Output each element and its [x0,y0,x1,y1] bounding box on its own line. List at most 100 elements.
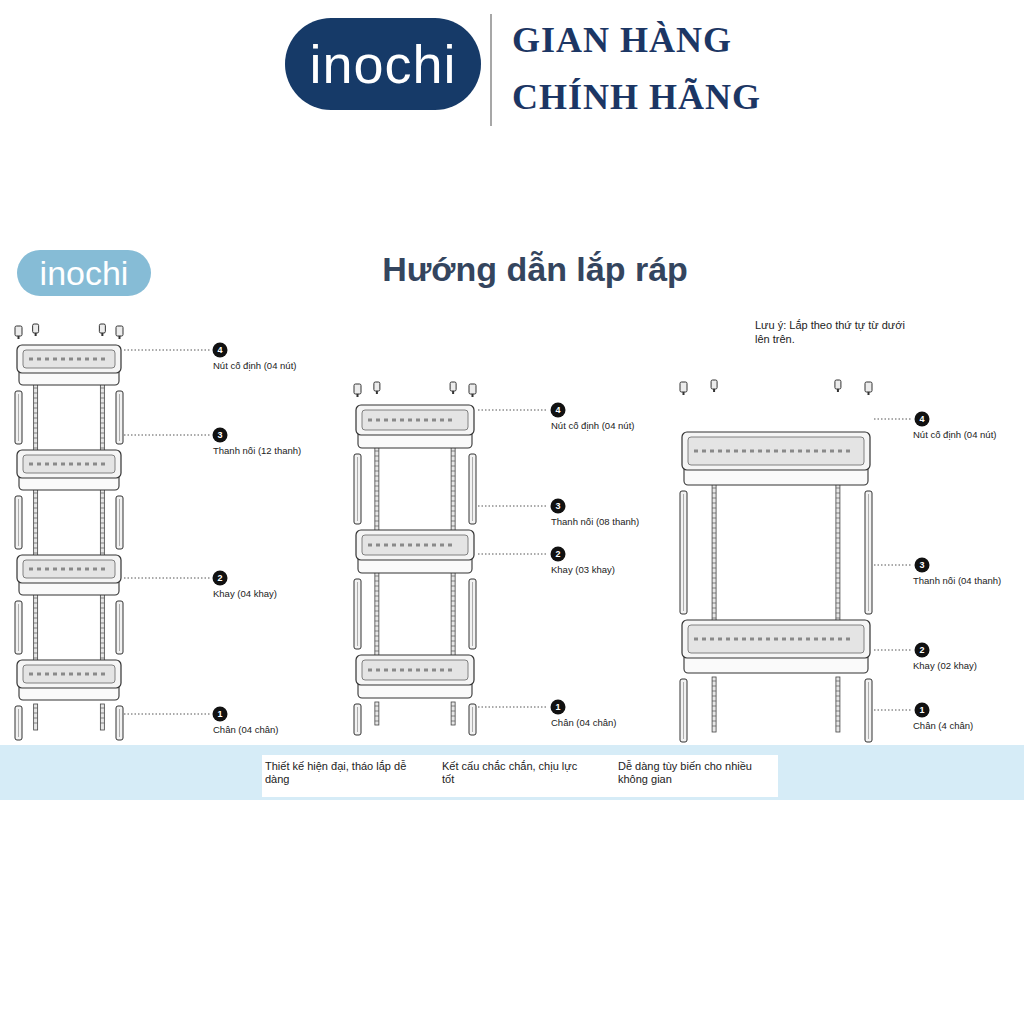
tray-slot [694,638,698,641]
post-rack [836,543,840,544]
post-rack [712,493,716,494]
tray-slot [408,419,412,422]
tray-slot [710,638,714,641]
tray-slot [61,673,65,676]
post-rack [375,486,379,487]
post-rack [451,491,455,492]
post-rack [100,388,104,389]
front-post [469,704,476,735]
callout-disc [915,703,930,718]
post-rack [712,528,716,529]
post-rack [451,581,455,582]
post-rack [34,528,38,529]
post-highlight [18,709,19,737]
post-rack [836,513,840,514]
fixing-cap [374,382,380,391]
fixing-cap [469,384,476,394]
post-rack [451,621,455,622]
callout-number: 2 [550,546,566,562]
post-rack [100,633,104,634]
tray-slot [61,568,65,571]
tray-slot [758,450,762,453]
tray-slot [77,358,81,361]
post-rack [100,608,104,609]
post-rack [451,631,455,632]
tray-slot [830,638,834,641]
page-title: Hướng dẫn lắp ráp [330,248,740,290]
post-highlight [357,457,358,521]
post-rack [836,573,840,574]
tray-slot [37,463,41,466]
post-rack [375,581,379,582]
post-rack [375,491,379,492]
post-highlight [868,494,869,611]
post-rack [836,593,840,594]
leader-line [874,419,911,420]
post-rack [34,628,38,629]
post-rack [375,616,379,617]
post-highlight [472,582,473,646]
callout-disc [213,428,228,443]
shelf-illustration [15,324,123,740]
post-rack [375,521,379,522]
post-rack [836,608,840,609]
tray-slot [838,450,842,453]
part-name: Chân (04 chân) [551,717,659,729]
post-rack [100,428,104,429]
tray-slot [77,568,81,571]
tray-slot [774,638,778,641]
tray-slot [61,463,65,466]
post-rack [34,723,38,724]
shelf-illustration [680,380,872,742]
post-rack [34,543,38,544]
tray-slot [440,669,444,672]
post-rack [836,696,840,697]
callout-disc [915,558,930,573]
post-rack [100,718,104,719]
back-post [375,567,379,661]
tray-slot [29,358,33,361]
post-rack [375,496,379,497]
post-rack [34,403,38,404]
cap-pin [357,394,359,397]
post-highlight [683,682,684,739]
back-post [34,704,38,730]
post-rack [375,476,379,477]
back-post [836,677,840,732]
store-badge: GIAN HÀNG CHÍNH HÃNG [512,12,812,126]
post-rack [100,648,104,649]
tray-slot [45,463,49,466]
post-rack [34,423,38,424]
post-rack [100,433,104,434]
post-rack [100,638,104,639]
post-rack [34,603,38,604]
tray-slot [69,463,73,466]
feature-band [0,745,1024,800]
callout-disc [213,707,228,722]
tray-bed [688,625,864,653]
tray-bed [23,350,115,368]
post-rack [712,518,716,519]
part-name: Khay (03 khay) [551,564,659,576]
post-highlight [18,394,19,441]
tray-slot [694,450,698,453]
tray-slot [93,568,97,571]
post-rack [712,711,716,712]
post-rack [836,503,840,504]
post-rack [100,398,104,399]
post-highlight [119,394,120,441]
cap-pin [101,333,103,336]
post-rack [375,711,379,712]
post-rack [712,706,716,707]
callout-disc [551,403,566,418]
post-rack [451,641,455,642]
post-highlight [119,499,120,546]
tray-slot [45,568,49,571]
post-rack [836,681,840,682]
post-rack [100,448,104,449]
post-rack [100,498,104,499]
tray-slot [702,638,706,641]
post-rack [34,428,38,429]
post-rack [712,503,716,504]
front-post [116,706,123,740]
